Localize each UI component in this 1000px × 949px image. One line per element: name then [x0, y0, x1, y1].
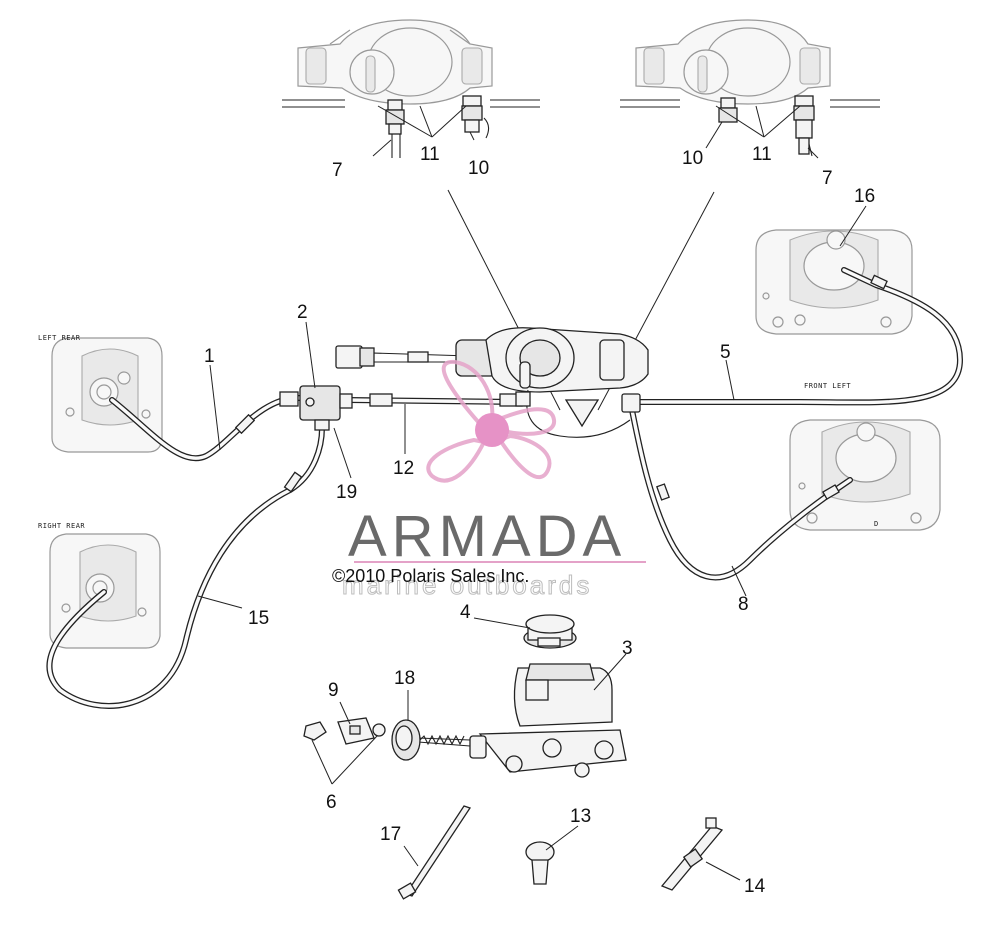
push-clip [525, 841, 555, 885]
caliper-front-lower [789, 419, 941, 531]
strap-clip [660, 817, 724, 891]
propeller-logo-icon [426, 359, 556, 483]
callout-7-right: 7 [822, 168, 833, 189]
callout-1: 1 [204, 346, 215, 367]
master-cylinder-assembly [335, 327, 649, 438]
brake-junction-block [279, 385, 353, 431]
watermark-subtitle: marine outboards [342, 570, 592, 600]
callout-19: 19 [336, 482, 357, 503]
dust-boot [391, 719, 421, 761]
leader-lines [197, 205, 867, 881]
callout-8: 8 [738, 594, 749, 615]
copyright-text: ©2010 Polaris Sales Inc. [332, 566, 529, 586]
caliper-front-upper [755, 229, 913, 335]
callout-14: 14 [744, 876, 766, 897]
callout-18: 18 [394, 668, 415, 689]
inset-detail-right [620, 19, 880, 159]
inset-detail-left [282, 19, 540, 158]
callout-6: 6 [326, 792, 337, 813]
cable-tie-17 [397, 805, 472, 900]
brake-hoses [46, 267, 964, 709]
clevis-and-nuts [303, 717, 386, 745]
tag-caliper-mark: D [874, 520, 879, 528]
callout-11-left: 11 [420, 144, 440, 165]
callout-2: 2 [297, 302, 308, 323]
callout-10-right: 10 [682, 148, 703, 169]
tag-left-rear: LEFT REAR [38, 334, 81, 342]
callout-3: 3 [622, 638, 633, 659]
callout-17: 17 [380, 824, 401, 845]
callout-numbers: 1 2 3 4 5 6 7 7 8 9 10 10 11 11 12 13 14… [204, 144, 875, 897]
callout-15: 15 [248, 608, 269, 629]
tag-front-left: FRONT LEFT [804, 382, 851, 390]
callout-12: 12 [393, 458, 414, 479]
callout-7-left: 7 [332, 160, 343, 181]
watermark-word: ARMADA [348, 504, 626, 569]
callout-11-right: 11 [752, 144, 772, 165]
callout-9: 9 [328, 680, 339, 701]
callout-16: 16 [854, 186, 875, 207]
tag-right-rear: RIGHT REAR [38, 522, 85, 530]
reservoir-cap [523, 614, 577, 649]
callout-5: 5 [720, 342, 731, 363]
armada-watermark: ARMADA marine outboards ©2010 Polaris Sa… [332, 359, 646, 601]
callout-13: 13 [570, 806, 591, 827]
master-cylinder [417, 663, 627, 778]
callout-4: 4 [460, 602, 471, 623]
callout-10-left: 10 [468, 158, 489, 179]
caliper-left-rear [51, 337, 163, 453]
